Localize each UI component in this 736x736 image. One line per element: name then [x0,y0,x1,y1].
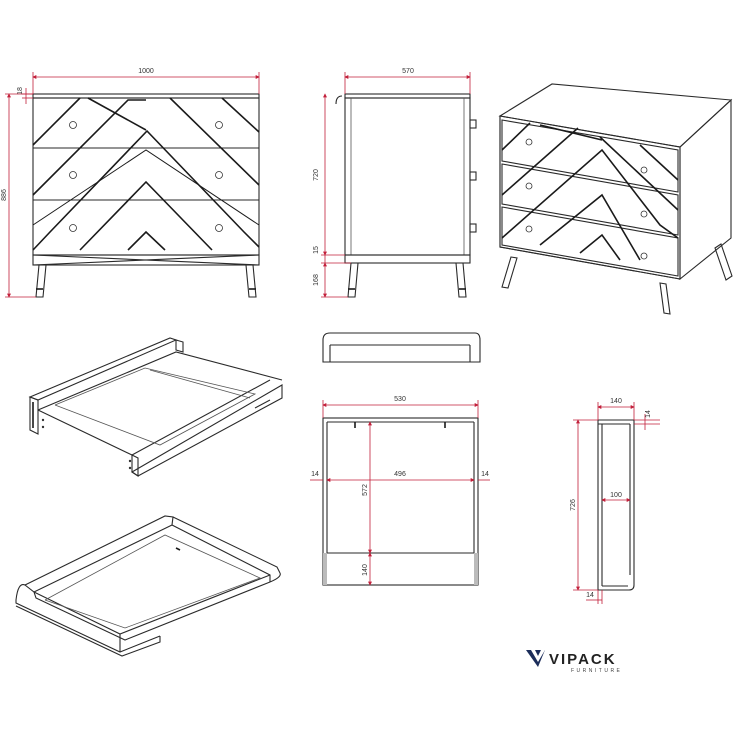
drawer-perspective [28,337,283,478]
front-chevron-pattern [32,97,260,251]
dim-body-height: 720 [313,169,320,181]
dim-tray-width: 530 [394,396,406,403]
tray-outline [322,417,479,586]
side-view: 570 720 15 168 [313,68,477,298]
dim-leg-height: 168 [313,274,320,286]
dim-side-depth: 570 [402,68,414,75]
dim-top-thickness: 18 [17,87,24,95]
knob-icon [640,166,648,174]
dim-section-top-thickness: 14 [645,410,652,418]
dim-section-mid: 100 [610,492,622,499]
knob-icon [640,252,648,260]
brand-name: VIPACK [549,651,617,668]
knob-icon [215,171,223,179]
leg [455,262,467,298]
knob-icon [525,138,533,146]
dim-tray-wall-left: 14 [311,471,319,478]
dim-section-height: 726 [570,499,577,511]
brand-tagline: FURNITURE [571,668,622,674]
dim-tray-end: 140 [362,564,369,576]
dim-tray-inner: 496 [394,471,406,478]
knob-icon [640,210,648,218]
leg [245,264,257,298]
knob-icon [215,224,223,232]
dim-total-height: 886 [1,189,8,201]
tray-top-view: 530 496 14 14 572 140 [310,396,490,586]
leg [659,282,671,315]
tray-perspective [15,515,281,657]
dim-section-bottom: 14 [586,592,594,599]
knob-icon [69,121,77,129]
perspective-view [498,83,733,315]
leg [714,243,733,281]
front-view: 1000 18 886 [1,68,260,298]
leg [501,256,518,289]
knob-icon [525,225,533,233]
knob-icon [69,224,77,232]
front-top-panel [32,93,260,99]
leg [35,264,47,298]
dim-tray-length: 572 [362,484,369,496]
leg [347,262,359,298]
knob-icon [69,171,77,179]
dim-base-gap: 15 [313,246,320,254]
knob-icon [525,182,533,190]
vipack-logo: VIPACK FURNITURE [526,650,622,674]
dim-tray-wall-right: 14 [481,471,489,478]
dim-section-top: 140 [610,398,622,405]
side-body [344,97,471,256]
front-plinth [32,254,260,266]
dim-front-width: 1000 [138,68,154,75]
tray-section-view: 140 14 100 726 14 [570,398,660,604]
perspective-chevron-pattern [501,122,679,261]
knob-icon [215,121,223,129]
drawer-front-part [322,332,481,363]
